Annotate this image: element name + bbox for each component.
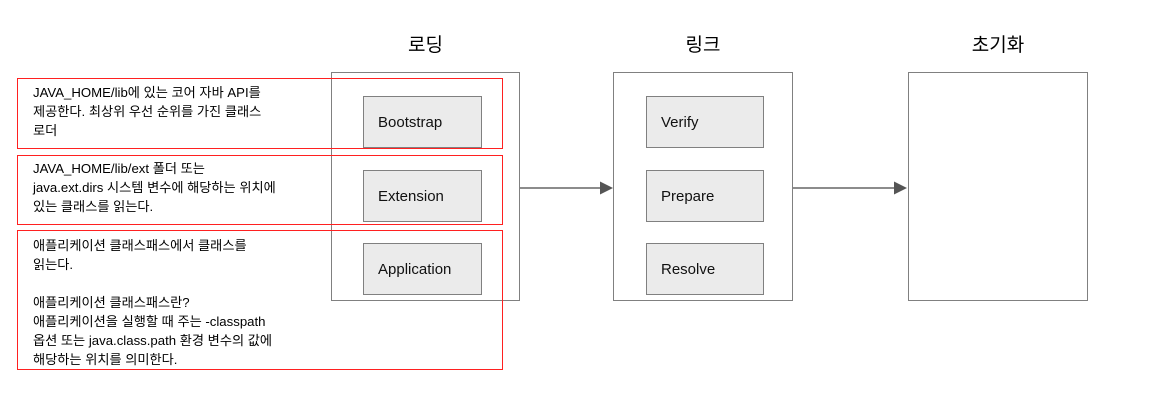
step-label-verify: Verify [661,113,699,131]
annotation-box-bootstrap [17,78,503,149]
annotation-text-extension: JAVA_HOME/lib/ext 폴더 또는 java.ext.dirs 시스… [33,161,276,214]
annotation-text-application: 애플리케이션 클래스패스에서 클래스를 읽는다. 애플리케이션 클래스패스란? … [33,238,273,367]
arrow-head-icon [894,181,907,195]
phase-container-initialization [908,72,1088,301]
stage-title-link: 링크 [685,35,721,56]
step-label-application: Application [378,260,452,278]
step-box-extension[interactable]: Extension [363,170,482,222]
step-label-resolve: Resolve [661,260,716,278]
arrow-link-to-initialization [793,181,907,195]
arrow-head-icon [600,181,613,195]
annotation-box-extension [17,155,503,225]
stage-title-loading: 로딩 [408,35,443,56]
step-label-extension: Extension [378,187,444,205]
step-box-prepare[interactable]: Prepare [646,170,764,222]
step-box-verify[interactable]: Verify [646,96,764,148]
step-box-bootstrap[interactable]: Bootstrap [363,96,482,148]
arrow-loading-to-link [520,181,613,195]
annotation-box-application [17,230,503,370]
stage-title-initialization: 초기화 [971,35,1025,56]
step-box-application[interactable]: Application [363,243,482,295]
step-label-prepare: Prepare [661,187,715,205]
annotation-text-bootstrap: JAVA_HOME/lib에 있는 코어 자바 API를 제공한다. 최상위 우… [33,85,262,138]
step-label-bootstrap: Bootstrap [378,113,443,131]
step-box-resolve[interactable]: Resolve [646,243,764,295]
